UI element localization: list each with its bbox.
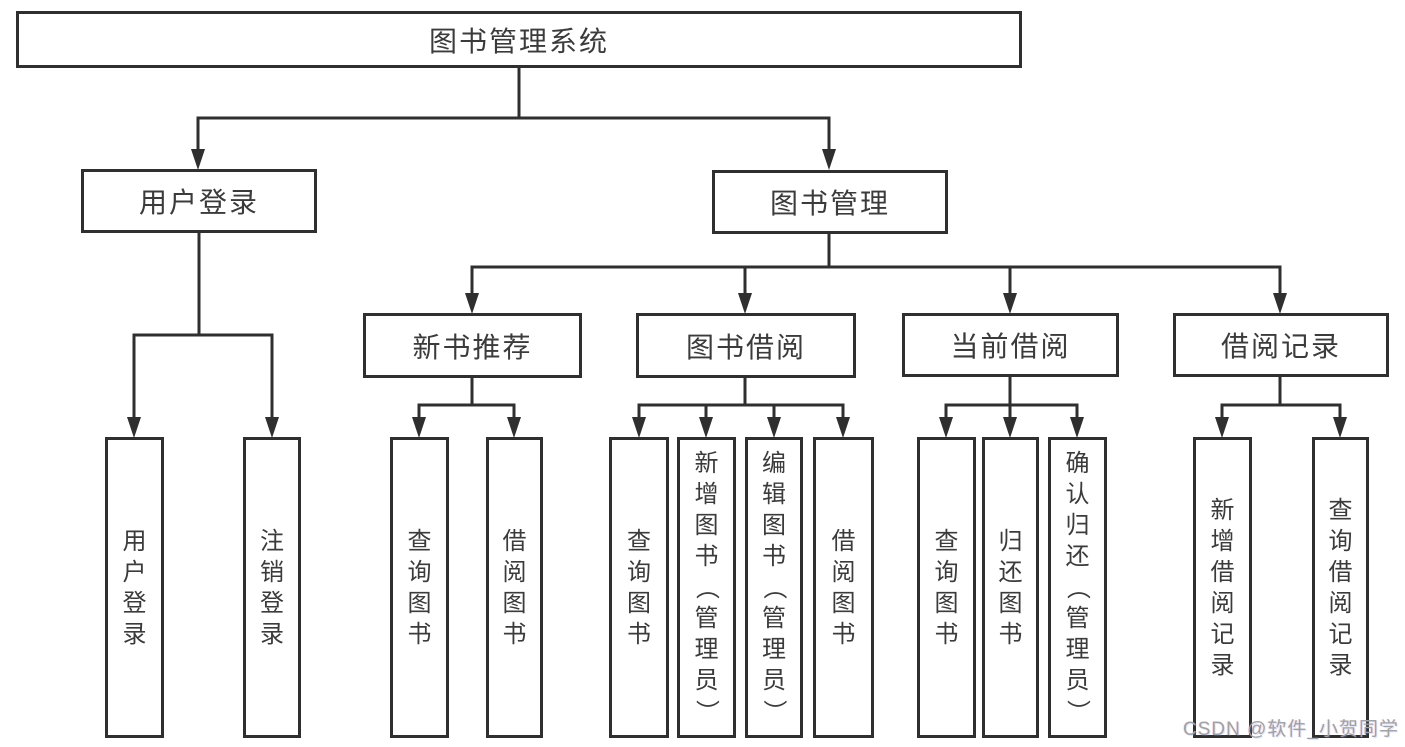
leaf-search-books: 查询图书	[609, 437, 669, 738]
node-new-book-recommendation: 新书推荐	[363, 313, 582, 378]
leaf-logout: 注销登录	[243, 437, 301, 738]
leaf-confirm-return-admin: 确认归还（管理员）	[1048, 437, 1107, 738]
leaf-user-login: 用户登录	[105, 437, 164, 738]
watermark: CSDN @软件_小贺同学	[1183, 719, 1399, 740]
node-book-management: 图书管理	[712, 170, 948, 234]
leaf-add-books-admin: 新增图书（管理员）	[677, 437, 736, 738]
leaf-search-borrowing-record: 查询借阅记录	[1312, 437, 1369, 738]
node-book-borrowing: 图书借阅	[636, 313, 856, 378]
leaf-add-borrowing-record: 新增借阅记录	[1193, 437, 1252, 738]
leaf-search-books: 查询图书	[917, 437, 976, 738]
leaf-return-books: 归还图书	[982, 437, 1039, 738]
node-user-login: 用户登录	[81, 169, 317, 233]
node-borrowing-records: 借阅记录	[1173, 313, 1389, 377]
leaf-edit-books-admin: 编辑图书（管理员）	[745, 437, 803, 738]
leaf-borrow-books: 借阅图书	[486, 437, 543, 738]
leaf-search-books: 查询图书	[390, 437, 449, 738]
node-current-borrowing: 当前借阅	[902, 313, 1119, 377]
node-library-management-system: 图书管理系统	[16, 11, 1022, 68]
leaf-borrow-books: 借阅图书	[813, 437, 874, 738]
